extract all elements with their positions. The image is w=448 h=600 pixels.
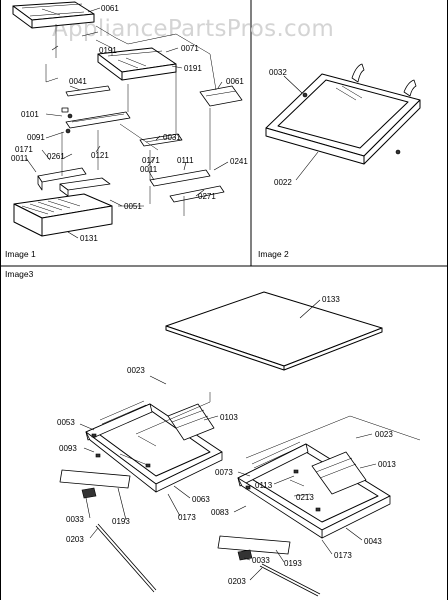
label-0083: 0083 — [211, 508, 229, 517]
label-0111: 0111 — [177, 156, 194, 165]
label-0013: 0013 — [378, 460, 396, 469]
label-0061: 0061 — [101, 4, 119, 13]
label-0051: 0051 — [124, 202, 142, 211]
label-0011: 0011 — [140, 165, 158, 174]
label-0032: 0032 — [269, 68, 287, 77]
label-0041: 0041 — [69, 77, 87, 86]
label-0113: 0113 — [255, 481, 273, 490]
glass-panel — [165, 291, 383, 371]
image3-drawing — [59, 291, 421, 597]
image2-drawing — [265, 63, 421, 181]
image3-leaders — [79, 375, 377, 581]
label-0173: 0173 — [178, 513, 196, 522]
image3-labels: 0133 0023 0103 0053 0023 0093 0013 0073 … — [57, 295, 396, 586]
label-0061: 0061 — [226, 77, 244, 86]
label-0171: 0171 — [142, 156, 160, 165]
label-0133: 0133 — [322, 295, 340, 304]
label-0171: 0171 — [15, 145, 33, 154]
label-0121: 0121 — [91, 151, 109, 160]
label-0203: 0203 — [228, 577, 246, 586]
image2-labels: 0032 0022 — [269, 68, 292, 187]
label-0173: 0173 — [334, 551, 352, 560]
label-0033: 0033 — [252, 556, 270, 565]
label-0053: 0053 — [57, 418, 75, 427]
label-0103: 0103 — [220, 413, 238, 422]
label-0241: 0241 — [230, 157, 248, 166]
alignment-lines — [45, 24, 217, 216]
label-0073: 0073 — [215, 468, 233, 477]
watermark: AppliancePartsPros.com — [52, 16, 334, 42]
label-0071: 0071 — [181, 44, 199, 53]
label-0033: 0033 — [66, 515, 84, 524]
caption-image2: Image 2 — [258, 249, 289, 259]
label-0213: 0213 — [296, 493, 314, 502]
caption-image1: Image 1 — [5, 249, 36, 259]
label-0131: 0131 — [80, 234, 98, 243]
label-0193: 0193 — [284, 559, 302, 568]
right-shelf-rail — [199, 85, 243, 107]
label-0191: 0191 — [184, 64, 202, 73]
label-0031: 0031 — [163, 133, 181, 142]
image1-labels: 0061 0071 0191 0191 0041 0061 0101 0091 … — [11, 4, 248, 243]
right-frame-assembly — [217, 415, 421, 597]
label-0101: 0101 — [21, 110, 39, 119]
crisper-cover — [59, 177, 111, 197]
left-frame-assembly — [59, 392, 223, 593]
label-0043: 0043 — [364, 537, 382, 546]
cover-rail — [65, 85, 111, 97]
label-0011: 0011 — [11, 154, 29, 163]
mounting-bracket — [139, 133, 183, 147]
caption-image3: Image3 — [5, 269, 34, 279]
label-0091: 0091 — [27, 133, 45, 142]
label-0191: 0191 — [99, 46, 117, 55]
slide-rail — [61, 107, 131, 134]
crisper-drawer — [13, 193, 113, 237]
image1-drawing — [12, 1, 243, 239]
label-0023: 0023 — [375, 430, 393, 439]
label-0261: 0261 — [47, 152, 65, 161]
image1-leaders — [25, 7, 229, 239]
label-0193: 0193 — [112, 517, 130, 526]
top-glass-shelf — [12, 1, 95, 29]
label-0063: 0063 — [192, 495, 210, 504]
label-0203: 0203 — [66, 535, 84, 544]
label-0093: 0093 — [59, 444, 77, 453]
label-0271: 0271 — [198, 192, 216, 201]
label-0023: 0023 — [127, 366, 145, 375]
label-0022: 0022 — [274, 178, 292, 187]
crisper-frame-right — [149, 169, 225, 203]
